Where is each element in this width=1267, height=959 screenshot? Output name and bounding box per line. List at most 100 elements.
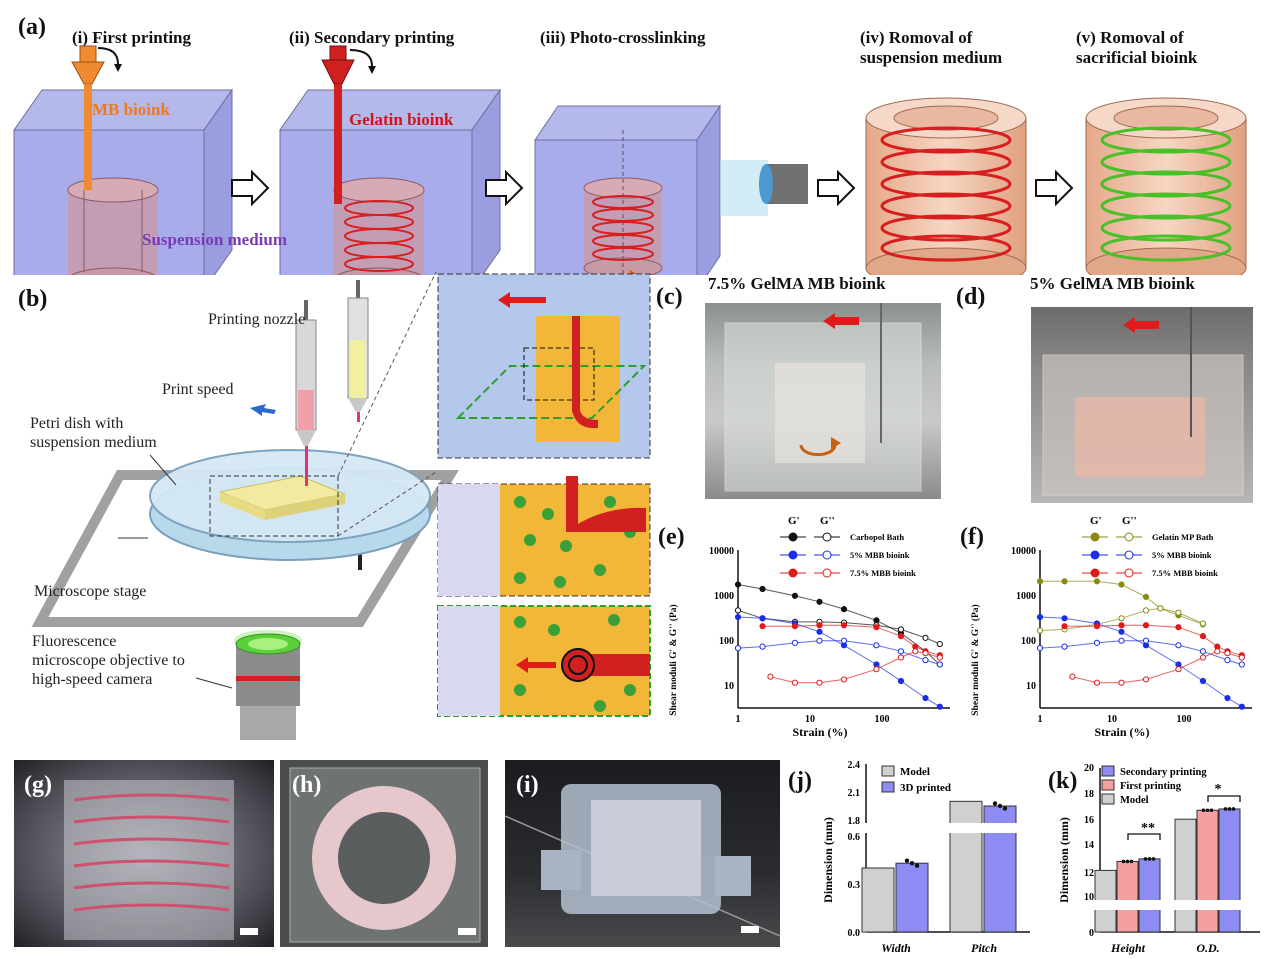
e-point-3-4 — [840, 637, 848, 644]
j-bar-1-0 — [949, 800, 983, 933]
e-point-2-7 — [922, 694, 929, 702]
objective-pointer — [195, 677, 233, 689]
e-ytick-3: 10000 — [709, 546, 734, 557]
k-dot-0-1-2 — [1129, 859, 1134, 864]
k-bar-1-2 — [1218, 808, 1241, 933]
e-g1-head: G' — [788, 515, 800, 527]
gelatin-bioink-label: Gelatin bioink — [349, 110, 454, 129]
f-point-4-2 — [1118, 622, 1125, 629]
e-legend-marker-filled-0 — [788, 532, 798, 542]
e-xtick-1: 10 — [805, 714, 815, 725]
e-legend-marker-filled-2 — [788, 568, 798, 578]
k-ytick-2: 12 — [1084, 868, 1094, 879]
k-bar-0-2 — [1138, 858, 1161, 933]
k-dot-1-2-2 — [1231, 807, 1236, 811]
f-point-5-5 — [1199, 654, 1207, 661]
e-point-1-0 — [734, 607, 742, 614]
j-dot-1-2 — [1002, 806, 1008, 811]
tube-5 — [1085, 97, 1247, 275]
step-2-title: (ii) Secondary printing — [289, 28, 455, 47]
k-dot-0-2-2 — [1151, 857, 1156, 861]
e-point-0-3 — [816, 598, 823, 605]
f-legend-marker-open-2 — [1124, 568, 1134, 578]
f-point-5-4 — [1175, 666, 1182, 673]
box-1 — [13, 45, 233, 275]
f-point-1-7 — [1199, 620, 1207, 627]
f-point-5-8 — [1238, 654, 1245, 661]
k-sig-1: ** — [1141, 821, 1155, 836]
step-5-title: (v) Romoval of sacrificial bioink — [1076, 28, 1197, 68]
e-point-3-3 — [816, 637, 823, 644]
panel-h-label: (h) — [292, 772, 322, 798]
k-bar-0-1 — [1116, 860, 1139, 933]
f-point-1-6 — [1175, 609, 1182, 616]
tube-4 — [865, 97, 1027, 275]
step-3-title: (iii) Photo-crosslinking — [540, 28, 706, 47]
k-legend-swatch-1 — [1101, 779, 1115, 791]
j-ytick-1: 0.3 — [848, 880, 861, 891]
mb-bioink-label: MB bioink — [92, 100, 170, 119]
e-point-3-8 — [936, 661, 943, 668]
k-ytick-3: 14 — [1084, 840, 1094, 851]
f-point-2-8 — [1238, 703, 1245, 710]
k-dot-1-1-1 — [1205, 808, 1210, 813]
e-point-3-7 — [922, 657, 929, 664]
f-legend-marker-open-0 — [1124, 532, 1134, 542]
f-xtick-0: 1 — [1038, 714, 1043, 725]
k-legend-swatch-0 — [1101, 765, 1115, 777]
f-point-4-5 — [1199, 633, 1207, 640]
e-point-4-5 — [897, 633, 905, 640]
print-speed-arrow — [250, 404, 276, 416]
j-bar-0-1 — [895, 862, 929, 933]
e-point-3-5 — [873, 642, 880, 649]
f-g2-head: G'' — [1122, 515, 1137, 527]
print-speed-label: Print speed — [162, 381, 234, 398]
arrow-3 — [817, 169, 856, 207]
e-point-5-4 — [873, 666, 880, 673]
f-point-5-1 — [1093, 679, 1101, 686]
step-1-title: (i) First printing — [72, 28, 191, 47]
objective-line-2: microscope objective to — [32, 652, 185, 669]
f-xtick-1: 10 — [1107, 714, 1117, 725]
inset-bottom — [437, 605, 651, 717]
k-dot-0-1-0 — [1121, 859, 1126, 864]
e-legend-marker-open-0 — [822, 532, 832, 542]
j-dot-1-0 — [992, 801, 998, 806]
e-ytick-2: 1000 — [714, 591, 734, 602]
step-4-line-1: (iv) Romoval of — [860, 28, 973, 47]
e-point-0-0 — [734, 581, 742, 588]
e-point-3-0 — [734, 644, 742, 652]
scale-bar-h — [458, 928, 476, 935]
f-point-3-5 — [1175, 642, 1182, 649]
f-point-5-3 — [1142, 676, 1150, 683]
j-axis-break — [860, 823, 1030, 833]
panel-j-label: (j) — [788, 768, 812, 794]
k-ytick-1: 10 — [1084, 892, 1094, 903]
panel-a-illustration — [13, 45, 1247, 275]
f-legend-1: 5% MBB bioink — [1152, 550, 1212, 560]
k-dot-1-1-2 — [1209, 808, 1214, 813]
e-point-1-6 — [897, 626, 905, 633]
f-point-3-2 — [1093, 639, 1101, 646]
k-dot-1-2-0 — [1223, 807, 1228, 811]
syringe-yellow — [347, 280, 369, 422]
f-legend-marker-filled-1 — [1090, 550, 1100, 560]
f-point-0-0 — [1036, 578, 1044, 585]
f-point-5-0 — [1069, 673, 1076, 680]
chart-j: Dimension (mm) 0.0 0.3 0.6 1.8 2.1 2.4 M… — [821, 760, 1030, 955]
f-point-2-0 — [1036, 613, 1044, 621]
f-point-3-0 — [1036, 644, 1044, 652]
panel-b-label: (b) — [18, 286, 48, 312]
f-point-3-6 — [1199, 648, 1207, 655]
e-legend-1: 5% MBB bioink — [850, 550, 910, 560]
f-point-3-7 — [1224, 657, 1231, 664]
e-series-line-2 — [737, 616, 941, 708]
e-series-line-3 — [737, 640, 940, 665]
j-dot-0-1 — [909, 861, 915, 866]
step-4-line-2: suspension medium — [860, 48, 1003, 67]
k-bar-1-0 — [1174, 818, 1197, 933]
f-point-3-8 — [1238, 661, 1245, 668]
j-legend-swatch-1 — [881, 781, 895, 793]
f-series-line-3 — [1039, 640, 1242, 665]
j-ytick-2: 0.6 — [848, 832, 861, 843]
